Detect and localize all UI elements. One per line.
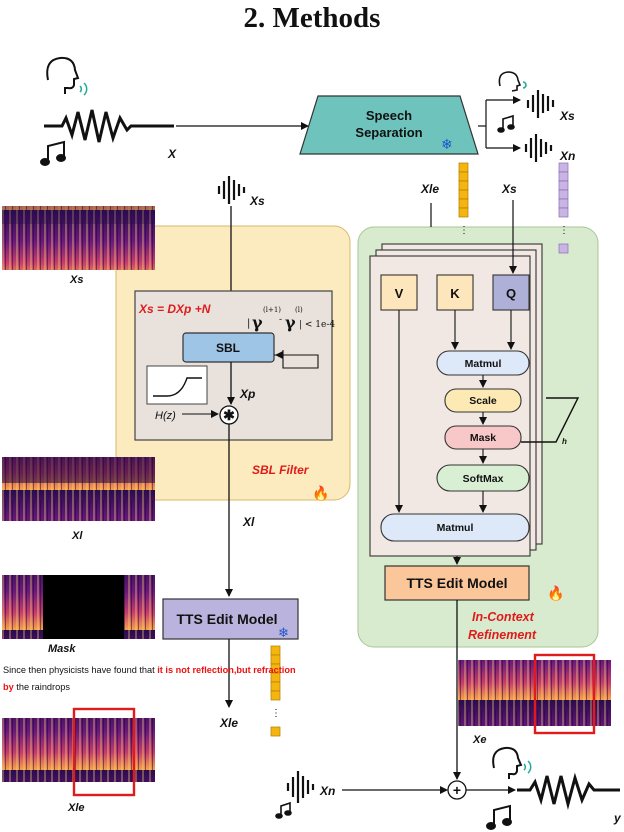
label-h: h [562,437,567,446]
icr-title-1: In-Context [472,610,535,624]
convergence-equation: | γ (l+1) - γ (l) | < 1e-4 [247,306,335,332]
label-xe: Xe [472,734,486,746]
spectrogram-xs [2,206,155,270]
speaker-icon-top-right [498,71,527,92]
label-mask-spec: Mask [48,643,76,655]
convolution-symbol: ✱ [223,407,235,423]
caption-part-1: Since then physicists have found that [3,665,158,675]
filter-response-curve [153,377,202,397]
label-xn-bottom: Xn [319,784,335,798]
music-note-icon-input [40,140,66,166]
v-label: V [395,286,404,301]
conv-bar-open: | [247,318,250,329]
output-waveform [517,772,620,810]
spectrogram-xl [2,457,155,521]
sbl-block[interactable] [182,332,275,363]
audio-bars-icon-xn-bottom [286,771,315,803]
multi-head-bracket [521,397,580,443]
matmul-bottom-label: Matmul [437,522,474,534]
music-note-icon-right [497,114,515,133]
conv-minus: - [279,315,282,325]
sum-symbol: + [453,782,461,798]
label-xs-top: Xs [559,109,575,123]
tts-edit-model-right[interactable] [384,565,530,601]
label-hz: H(z) [155,410,176,422]
snowflake-icon-tts-left: ❄ [278,625,289,640]
token-ellipsis-xn: ⋮ [559,225,569,236]
filter-response-plot [146,365,208,405]
conv-gamma-1: γ [252,313,263,332]
spectrogram-mask [2,575,155,639]
sbl-label: SBL [216,341,240,355]
label-xs-spec: Xs [69,274,83,286]
caption-part-2: the raindrops [13,682,70,692]
music-note-icon-output [486,804,512,830]
conv-sup-next: (l+1) [263,306,281,314]
section-heading: 2. Methods [243,2,381,34]
audio-bars-icon-xs-output [526,90,555,118]
conv-threshold: | < 1e-4 [299,320,335,330]
scale-label: Scale [469,395,497,407]
softmax-label: SoftMax [463,473,504,485]
input-waveform [44,109,174,144]
spectrogram-xle [2,718,155,782]
edit-region-box-left [72,707,136,797]
q-label: Q [506,286,516,301]
fire-icon-sbl: 🔥 [312,485,329,502]
label-xp: Xp [239,387,255,401]
label-xle-spec: Xle [67,802,85,814]
sbl-model-equation: Xs = DXp +N [138,302,211,316]
music-note-icon-bottom [275,801,292,819]
conv-sup-cur: (l) [295,306,303,314]
label-xs-attn: Xs [501,182,517,196]
v-block[interactable] [380,274,418,311]
label-xle-bottom: Xle [219,716,238,730]
speech-separation-label-2: Separation [355,125,422,140]
audio-bars-icon-xn-output [524,134,553,162]
icr-title-2: Refinement [468,628,537,642]
label-y: y [613,811,622,825]
token-ellipsis-xle: ⋮ [459,225,469,236]
k-label: K [450,286,460,301]
audio-bars-icon-xs-mid [217,176,246,204]
label-xn-top: Xn [559,149,575,163]
tts-edit-left-label: TTS Edit Model [176,611,277,627]
label-xs-mid: Xs [249,194,265,208]
speech-separation-label-1: Speech [366,108,412,123]
speaker-icon-top-left [46,56,88,96]
fire-icon-icr: 🔥 [547,585,564,602]
matmul-top-label: Matmul [465,358,502,370]
speaker-icon-output [492,746,532,779]
label-x: X [167,147,177,161]
tts-edit-right-label: TTS Edit Model [406,575,507,591]
token-column-xn [558,162,569,254]
tts-edit-model-left[interactable] [162,598,299,640]
q-block[interactable] [492,274,530,311]
sbl-feedback-loop [274,350,319,369]
conv-gamma-2: γ [285,313,296,332]
edit-region-box-right [533,653,596,735]
label-xl-mid: Xl [242,515,255,529]
snowflake-icon-separation: ❄ [441,136,453,152]
label-xle-top: Xle [420,182,439,196]
token-column-bottom [270,645,281,737]
sbl-filter-title: SBL Filter [252,463,310,477]
speech-separation-block[interactable] [299,95,479,155]
caption-highlight: it is not reflection,but refraction by [3,665,296,692]
mask-label: Mask [470,432,496,444]
token-ellipsis-bottom: ⋮ [271,708,281,719]
label-xl-spec: Xl [71,530,83,542]
transcript-caption: Since then physicists have found that it… [3,662,303,696]
matmul-bottom-block[interactable] [380,513,530,542]
